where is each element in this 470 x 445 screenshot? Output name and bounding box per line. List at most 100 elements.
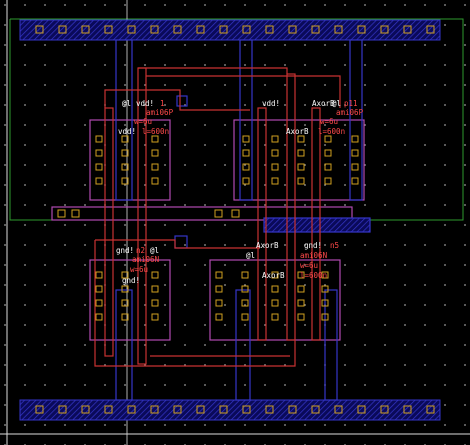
contact-square	[151, 163, 159, 171]
svg-text:w=6u: w=6u	[130, 265, 148, 274]
contact-square	[151, 299, 159, 307]
contact-square	[403, 405, 412, 414]
contact-square	[104, 25, 113, 34]
contact-square	[95, 313, 103, 321]
svg-text:l=600n: l=600n	[318, 127, 345, 136]
contact-square	[297, 271, 305, 279]
contact-square	[324, 163, 332, 171]
nmos-right-label[interactable]: AxorB gnd! n5 @l ami06N w=6u AxorB l=600…	[246, 241, 339, 280]
contact-square	[95, 177, 103, 185]
contact-square	[127, 405, 136, 414]
svg-text:gnd!: gnd!	[304, 241, 322, 250]
contact-square	[357, 405, 366, 414]
vdd-rail[interactable]	[19, 19, 441, 41]
contact-square	[265, 25, 274, 34]
svg-text:ami06P: ami06P	[146, 108, 174, 117]
svg-text:AxorB: AxorB	[286, 127, 309, 136]
contact-square	[71, 209, 80, 218]
contact-square	[95, 299, 103, 307]
contact-square	[241, 271, 249, 279]
contact-square	[271, 299, 279, 307]
svg-text:n5: n5	[330, 241, 339, 250]
contact-square	[288, 25, 297, 34]
contact-square	[297, 135, 305, 143]
contact-square	[35, 405, 44, 414]
pmos-left-label[interactable]: @l vdd! 1 ami06P w=6u vdd! l=600n	[118, 99, 174, 136]
contact-square	[242, 149, 250, 157]
svg-text:l=600n: l=600n	[300, 271, 327, 280]
contact-square	[324, 149, 332, 157]
metal1-layer	[115, 39, 371, 401]
rail-contacts	[35, 25, 435, 414]
contact-square	[271, 271, 279, 279]
contact-square	[271, 285, 279, 293]
contact-square	[242, 135, 250, 143]
contact-square	[271, 135, 279, 143]
contact-square	[241, 299, 249, 307]
contact-square	[271, 163, 279, 171]
contact-square	[334, 25, 343, 34]
contact-square	[215, 271, 223, 279]
contact-square	[357, 25, 366, 34]
contact-square	[351, 149, 359, 157]
contact-square	[321, 299, 329, 307]
diffusion-contacts	[57, 135, 359, 321]
contact-square	[81, 25, 90, 34]
contact-square	[173, 405, 182, 414]
svg-text:n2: n2	[136, 246, 145, 255]
contact-square	[214, 209, 223, 218]
nmos-left-label[interactable]: gnd! n2 @l ami06N w=6u gnd!	[116, 246, 159, 285]
contact-square	[95, 135, 103, 143]
contact-square	[242, 25, 251, 34]
contact-square	[297, 299, 305, 307]
contact-square	[242, 163, 250, 171]
svg-text:vdd!: vdd!	[118, 127, 136, 136]
contact-square	[219, 405, 228, 414]
gnd-rail[interactable]	[19, 399, 441, 421]
contact-square	[127, 25, 136, 34]
svg-text:ami06N: ami06N	[300, 251, 327, 260]
contact-square	[297, 313, 305, 321]
contact-square	[271, 149, 279, 157]
svg-text:gnd!: gnd!	[122, 276, 140, 285]
contact-square	[241, 313, 249, 321]
svg-text:@l: @l	[332, 99, 341, 108]
contact-square	[95, 271, 103, 279]
contact-square	[196, 25, 205, 34]
svg-text:@l: @l	[246, 251, 255, 260]
contact-square	[321, 313, 329, 321]
svg-text:ami06P: ami06P	[336, 108, 364, 117]
contact-square	[271, 177, 279, 185]
contact-square	[297, 285, 305, 293]
contact-square	[121, 149, 129, 157]
contact-square	[58, 405, 67, 414]
contact-square	[151, 271, 159, 279]
contact-square	[324, 135, 332, 143]
svg-text:AxorB: AxorB	[262, 271, 285, 280]
contact-square	[380, 405, 389, 414]
contact-square	[311, 25, 320, 34]
contact-square	[95, 285, 103, 293]
contact-square	[242, 177, 250, 185]
contact-square	[121, 313, 129, 321]
contact-square	[231, 209, 240, 218]
svg-text:AxorB: AxorB	[256, 241, 279, 250]
svg-text:vdd!: vdd!	[262, 99, 280, 108]
contact-square	[215, 285, 223, 293]
contact-square	[121, 299, 129, 307]
contact-square	[196, 405, 205, 414]
contact-square	[321, 271, 329, 279]
contact-square	[219, 25, 228, 34]
svg-text:w=6u: w=6u	[134, 117, 152, 126]
contact-square	[173, 25, 182, 34]
contact-square	[121, 135, 129, 143]
contact-square	[121, 177, 129, 185]
contact-square	[403, 25, 412, 34]
contact-square	[121, 271, 129, 279]
contact-square	[58, 25, 67, 34]
contact-square	[351, 177, 359, 185]
pmos-right-label[interactable]: vdd! AxorB @l p11 ami06P w=6u AxorB l=60…	[262, 99, 364, 136]
contact-square	[426, 25, 435, 34]
